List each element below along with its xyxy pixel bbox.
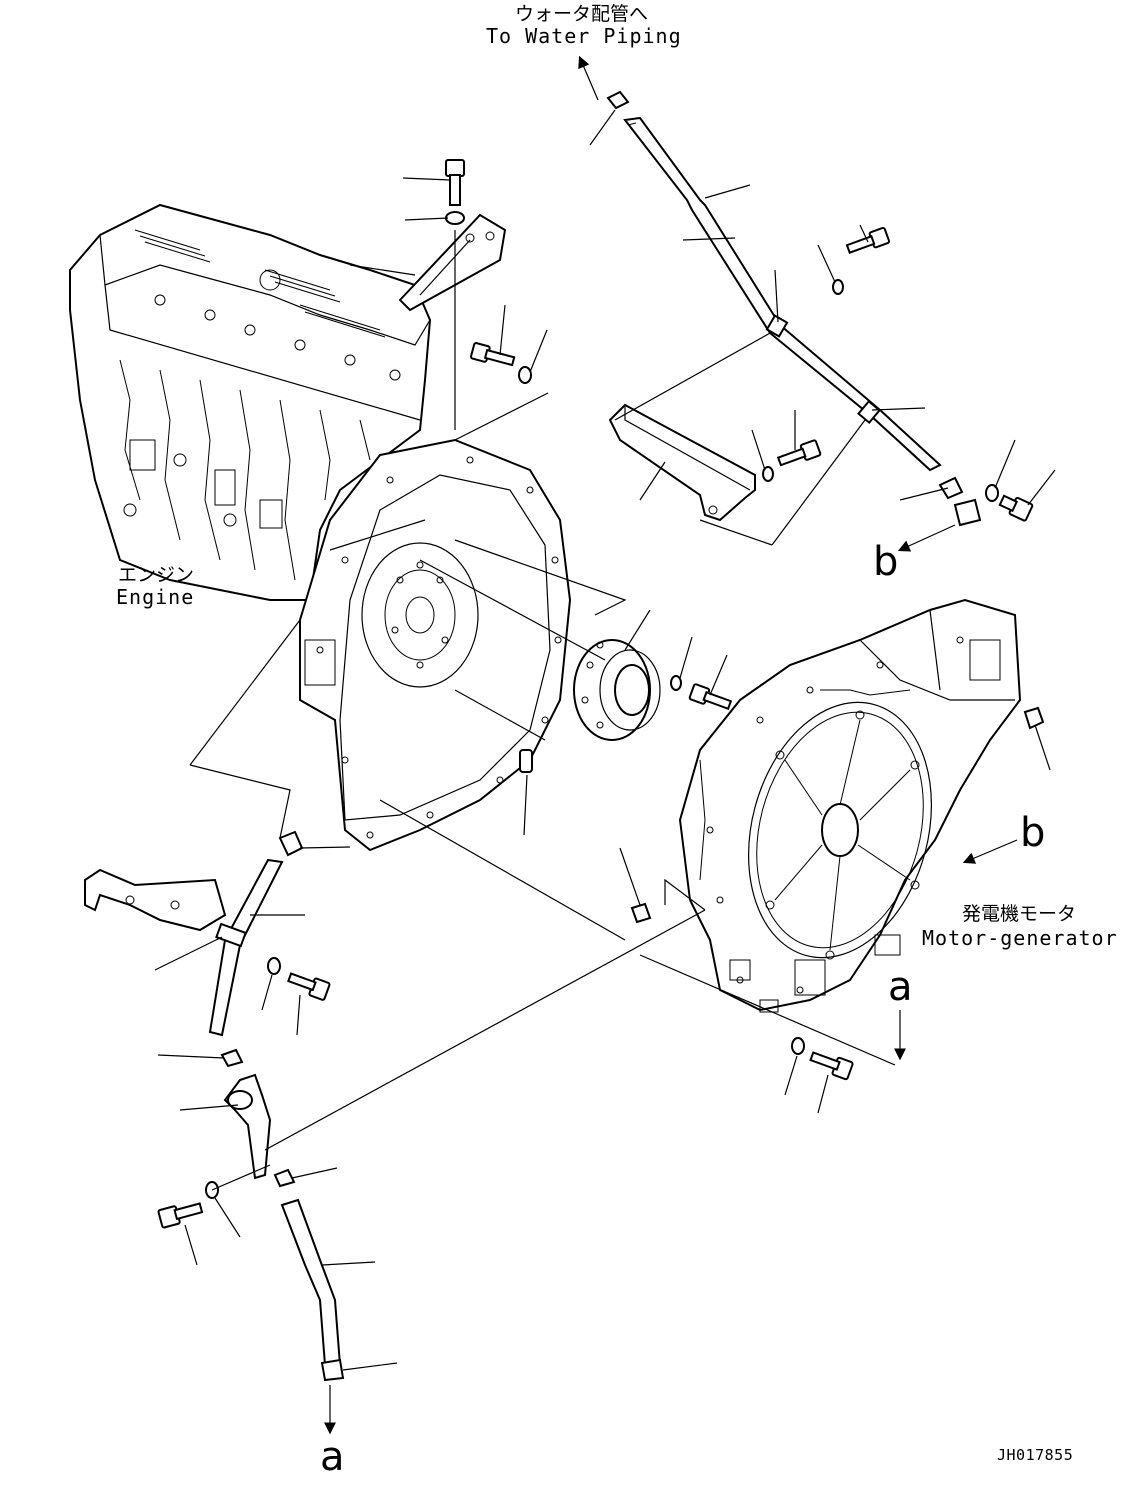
leader-lines: [154, 109, 1056, 1371]
flywheel: [361, 542, 479, 688]
washer: [670, 675, 682, 691]
arrow-b-lower: [962, 839, 1018, 864]
washer: [985, 484, 999, 502]
water-piping-label-jp: ウォータ配管へ: [515, 3, 648, 25]
pipe-clip: [765, 314, 789, 338]
engine-label-en: Engine: [116, 585, 194, 609]
washer: [518, 366, 532, 384]
arrow-to-water-piping: [578, 55, 599, 101]
washer: [445, 211, 465, 225]
washer: [762, 466, 774, 482]
reference-b-lower: b: [1020, 810, 1045, 856]
hose-clamp: [278, 830, 304, 857]
bolt: [157, 1202, 204, 1229]
water-pipe-lower-1: [208, 830, 304, 1037]
bolt: [287, 972, 331, 1001]
washer: [267, 957, 281, 975]
lifting-bracket: [398, 213, 507, 312]
drawing-code: JH017855: [997, 1446, 1073, 1464]
bolt: [688, 683, 733, 711]
motor-generator: [678, 598, 1022, 1013]
plug: [1023, 706, 1045, 730]
plug: [630, 902, 652, 924]
hose-clamp: [273, 1168, 296, 1188]
hose-clamp: [220, 1048, 244, 1068]
dowel-pin: [519, 749, 533, 773]
bolt: [469, 342, 516, 367]
hose-clamp: [938, 476, 964, 500]
mounting-plate: [84, 868, 227, 932]
pipe-clip: [857, 399, 881, 425]
hose-clamp: [320, 1358, 345, 1382]
elbow-fitting: [223, 1073, 272, 1180]
generator-rotor: [747, 701, 933, 960]
bolt: [809, 1051, 854, 1081]
washer: [832, 279, 844, 295]
bolt: [445, 159, 465, 206]
engine: [69, 203, 432, 601]
washer: [791, 1037, 805, 1055]
reference-a-bottom: a: [320, 1434, 345, 1480]
support-bracket: [608, 403, 756, 522]
motor-generator-label-en: Motor-generator: [922, 926, 1118, 950]
water-pipe-lower-2: [280, 1198, 345, 1382]
bolt: [776, 439, 822, 467]
bolt: [998, 494, 1034, 522]
arrow-b-upper: [897, 524, 956, 552]
flywheel-housing: [299, 438, 572, 852]
reference-a-right: a: [888, 964, 913, 1010]
engine-label-jp: エンジン: [118, 564, 194, 586]
motor-generator-label-jp: 発電機モータ: [962, 903, 1076, 925]
water-pipe-upper: [606, 90, 942, 472]
hose-clamp: [606, 90, 630, 110]
reference-lines: [189, 230, 896, 1191]
pipe-clip: [215, 922, 247, 948]
coupling-hub: [573, 639, 661, 741]
pipe-fitting: [953, 498, 982, 527]
reference-b-upper: b: [873, 539, 898, 585]
water-piping-label-en: To Water Piping: [486, 24, 682, 48]
